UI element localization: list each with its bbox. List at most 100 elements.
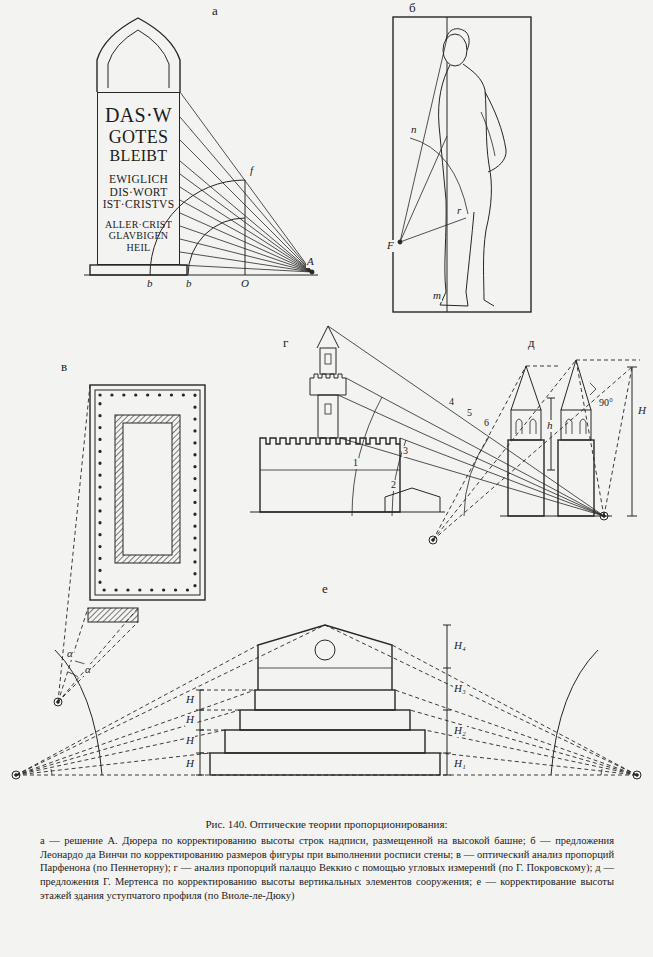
inscription-line: GOTES — [100, 127, 177, 147]
ground-line — [84, 275, 318, 276]
callout-number: 6 — [483, 418, 490, 429]
spire — [511, 366, 541, 410]
figure-caption: а — решение А. Дюрера по корректированию… — [40, 834, 614, 902]
eye-point — [310, 270, 314, 274]
storey-line — [258, 668, 392, 669]
window — [325, 354, 331, 364]
tower-body — [558, 440, 594, 516]
point-label: b — [185, 278, 193, 290]
angle-label: α — [66, 648, 74, 660]
panel-letter: д — [527, 336, 536, 350]
panel-letter: б — [408, 1, 417, 15]
storey — [255, 690, 395, 710]
ground-line — [250, 512, 445, 513]
callout-number: 4 — [448, 397, 455, 408]
figure-title: Рис. 140. Оптические теории пропорционир… — [20, 818, 633, 830]
callout-number: 5 — [466, 408, 473, 419]
angle-label: 90° — [598, 398, 614, 409]
window — [516, 419, 536, 434]
tower-roof — [317, 326, 339, 348]
callout-number: 2 — [390, 480, 397, 491]
eye-point — [398, 240, 402, 244]
right-angle-mark — [590, 383, 596, 395]
eye-point — [636, 774, 639, 777]
cella-wall — [115, 415, 180, 563]
stepped-building — [12, 625, 641, 779]
inscription-line: BLEIBT — [100, 147, 177, 165]
sight-line — [325, 625, 637, 775]
tower-inner-arch — [108, 30, 169, 88]
construction-arc — [55, 650, 102, 775]
dimension-label: h — [546, 420, 554, 432]
inscription-line: HEIL — [100, 242, 177, 253]
point-label: f — [249, 165, 254, 177]
figure-arm — [485, 92, 506, 172]
tower-plinth — [90, 265, 187, 275]
point-label: n — [410, 124, 418, 136]
wall-frame — [393, 17, 531, 312]
angle-arc — [51, 769, 602, 775]
dimension-label: H₁ — [453, 758, 467, 770]
dimension-line — [443, 625, 451, 775]
figure-arm — [481, 112, 495, 156]
inscription-line: DIS·WORT — [100, 186, 177, 199]
tower-body — [508, 440, 544, 516]
callout-number: 1 — [352, 458, 359, 469]
sight-line — [16, 625, 325, 775]
ground-line — [500, 516, 612, 517]
tower-gallery — [310, 374, 346, 395]
stylobate — [90, 385, 205, 600]
dimension-line — [547, 398, 555, 470]
dimension-label: H — [185, 694, 195, 706]
sight-line — [433, 360, 632, 540]
sight-line — [58, 385, 138, 702]
sight-line — [180, 92, 312, 272]
dimension-line — [196, 690, 204, 775]
eye-point — [15, 774, 18, 777]
inscription-line: IST·CRISTVS — [100, 198, 177, 211]
inscription-line: ALLER·CRIST — [100, 219, 177, 230]
storey — [210, 753, 440, 775]
dimension-label: H — [637, 405, 647, 417]
palace-body — [260, 438, 400, 512]
point-label: m — [432, 290, 442, 302]
point-label: F — [386, 240, 395, 252]
eye-point — [54, 698, 62, 706]
elevation-steps — [88, 608, 138, 622]
stylobate-inner — [95, 390, 200, 595]
eye-point — [633, 771, 641, 779]
mertens-towers — [429, 360, 640, 544]
eye-point — [603, 515, 606, 518]
dimension-line — [627, 367, 637, 516]
eye-point — [429, 536, 437, 544]
dimension-label: H₂ — [453, 725, 467, 737]
cella — [123, 423, 172, 555]
tower-arch — [97, 18, 180, 92]
leonardo-panel — [393, 17, 531, 312]
callout-number: 3 — [402, 446, 409, 457]
dimension-label: H₄ — [453, 640, 467, 652]
point-label: r — [456, 205, 462, 217]
parthenon-plan — [54, 385, 205, 706]
extension-line — [526, 360, 640, 366]
eye-point — [600, 512, 608, 520]
point-label: A — [306, 256, 315, 268]
point-label: b — [146, 278, 154, 290]
figure-body — [439, 65, 474, 306]
eye-point — [432, 539, 435, 542]
sight-lines — [150, 92, 314, 275]
construction-arc — [188, 218, 245, 275]
dimension-label: H₃ — [453, 683, 467, 695]
figure-hair — [446, 29, 469, 50]
sight-line — [328, 326, 604, 516]
window — [325, 404, 331, 414]
string-course — [260, 470, 400, 471]
extension-line — [200, 690, 255, 753]
dimension-label: H — [185, 714, 195, 726]
storey — [225, 730, 425, 753]
angle-arc — [464, 437, 489, 516]
panel-letter: в — [60, 360, 68, 374]
inscription-line: EWIGLICH — [100, 173, 177, 186]
angle-arc — [352, 397, 382, 516]
angle-label: α — [84, 664, 92, 676]
